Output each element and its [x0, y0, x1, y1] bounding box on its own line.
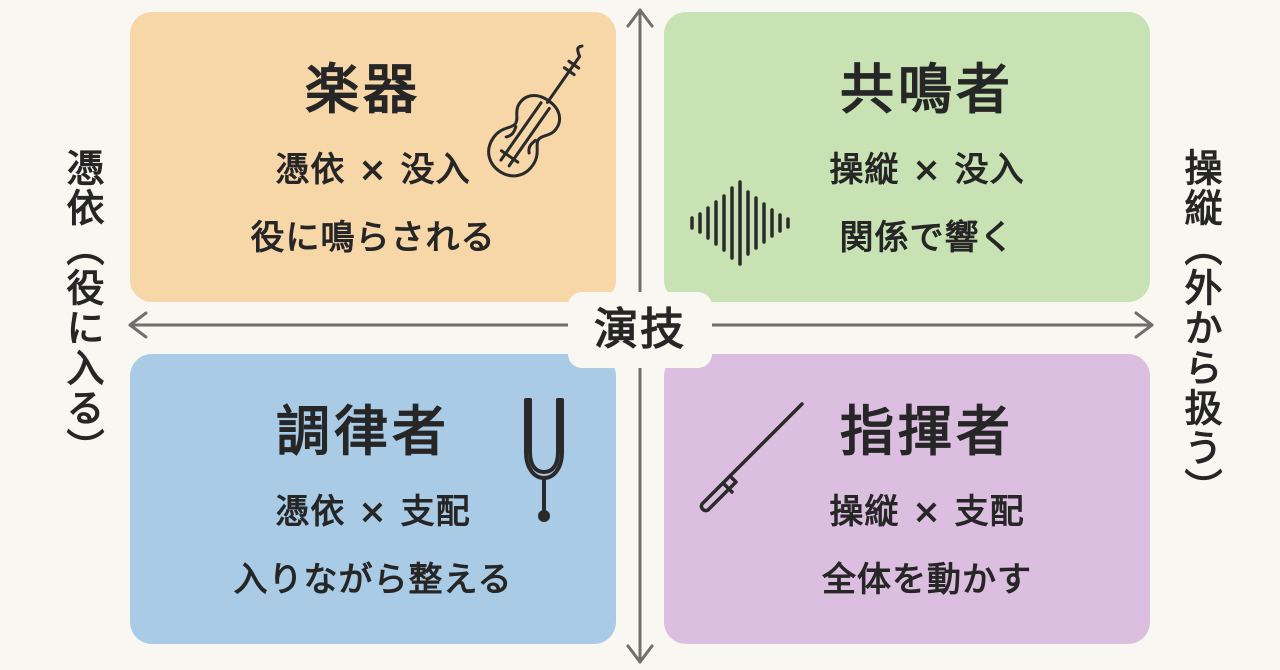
- quadrant-tuner: 調律者 憑依 × 支配 入りながら整える: [130, 354, 616, 644]
- axis-label-left: 憑依（役に入る）: [60, 148, 104, 468]
- axis-label-right: 操縦（外から扱う）: [1178, 148, 1222, 508]
- arrow-up-icon: [626, 8, 654, 28]
- quadrant-title: 共鳴者: [840, 58, 1014, 121]
- arrow-right-icon: [1134, 311, 1154, 339]
- sound-wave-icon: [690, 180, 790, 266]
- quadrant-axes-combination: 操縦 × 没入: [829, 150, 1025, 190]
- quadrant-axes-combination: 操縦 × 支配: [829, 492, 1025, 532]
- quadrant-description: 入りながら整える: [233, 560, 513, 600]
- quadrant-title: 楽器: [305, 58, 421, 121]
- quadrant-title: 調律者: [276, 400, 450, 463]
- conductor-baton-icon: [699, 402, 804, 513]
- quadrant-axes-combination: 憑依 × 没入: [275, 150, 471, 190]
- quadrant-instrument: 楽器 憑依 × 没入 役に鳴らされる: [130, 12, 616, 302]
- center-label: 演技: [568, 292, 712, 368]
- arrow-down-icon: [626, 644, 654, 664]
- quadrant-conductor: 指揮者 操縦 × 支配 全体を動かす: [664, 354, 1150, 644]
- quadrant-resonator: 共鳴者 操縦 × 没入 関係で響く: [664, 12, 1150, 302]
- quadrant-description: 役に鳴らされる: [250, 218, 496, 258]
- quadrant-axes-combination: 憑依 × 支配: [275, 492, 471, 532]
- quadrant-description: 全体を動かす: [822, 560, 1032, 600]
- arrow-left-icon: [128, 311, 148, 339]
- quadrant-description: 関係で響く: [839, 218, 1015, 258]
- violin-icon: [487, 44, 584, 178]
- quadrant-title: 指揮者: [840, 400, 1014, 463]
- tuning-fork-icon: [524, 398, 564, 522]
